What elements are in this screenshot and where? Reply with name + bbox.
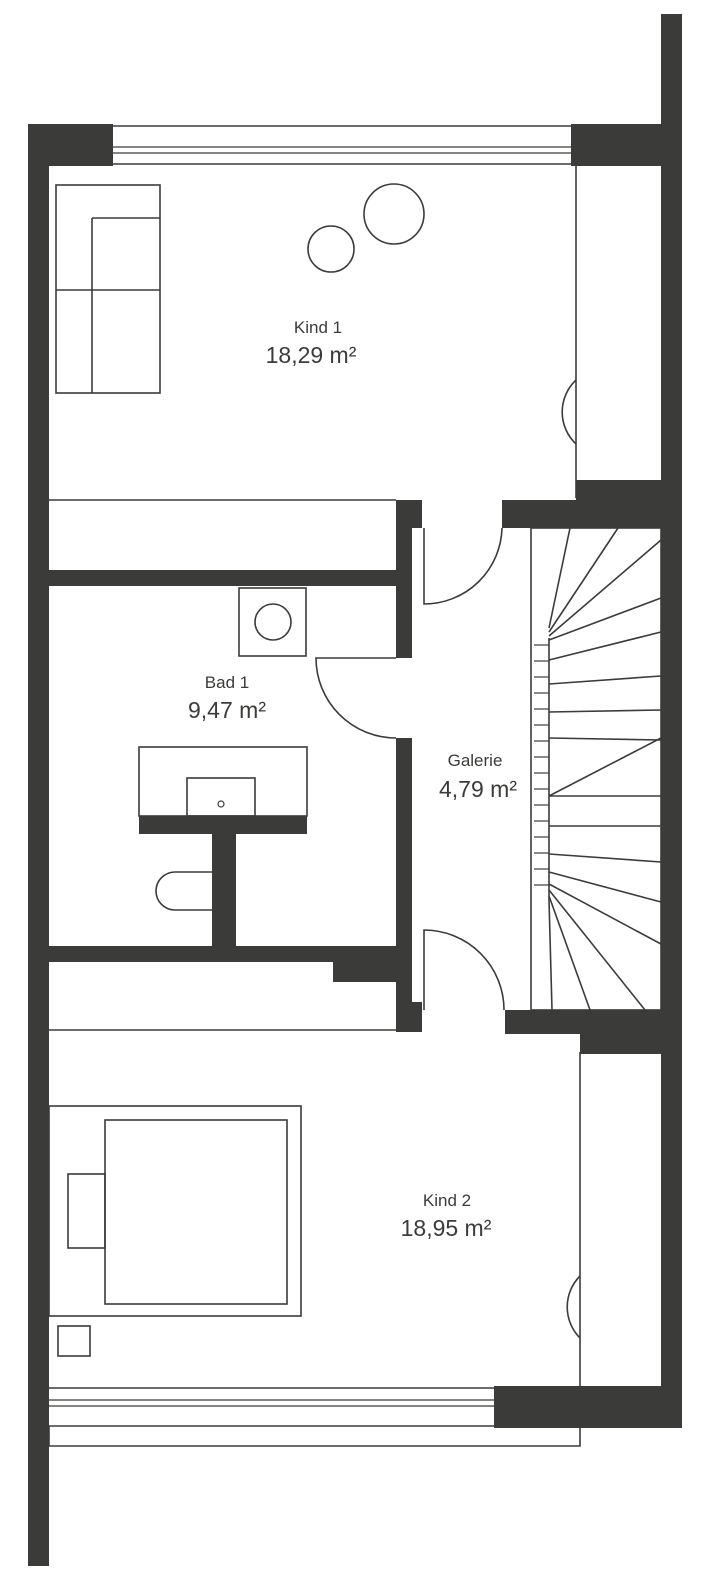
window-bottom (49, 1387, 494, 1427)
toilet (155, 871, 212, 911)
sofa (55, 184, 161, 394)
room-name: Kind 2 (423, 1191, 471, 1210)
room-label-kind1: Kind 1 18,29 m² (266, 318, 357, 368)
round-table-small (307, 225, 355, 273)
nightstand (57, 1325, 91, 1357)
window-top (113, 125, 571, 165)
bed (48, 1105, 302, 1317)
interior-walls (49, 480, 682, 1054)
room-name: Galerie (448, 751, 503, 770)
balcony-outline (48, 1426, 581, 1447)
staircase (530, 527, 662, 1011)
shower (238, 587, 307, 657)
room-name: Bad 1 (205, 673, 249, 692)
room-label-bad1: Bad 1 9,47 m² (188, 673, 266, 723)
room-label-kind2: Kind 2 18,95 m² (401, 1191, 492, 1241)
room-area: 18,95 m² (401, 1215, 492, 1241)
round-table-large (363, 183, 425, 245)
room-area: 4,79 m² (439, 776, 517, 802)
room-label-galerie: Galerie 4,79 m² (439, 751, 517, 802)
doors (315, 379, 581, 1339)
room-area: 18,29 m² (266, 342, 357, 368)
outer-walls (28, 14, 682, 1566)
room-area: 9,47 m² (188, 697, 266, 723)
room-name: Kind 1 (294, 318, 342, 337)
vanity (138, 746, 308, 817)
